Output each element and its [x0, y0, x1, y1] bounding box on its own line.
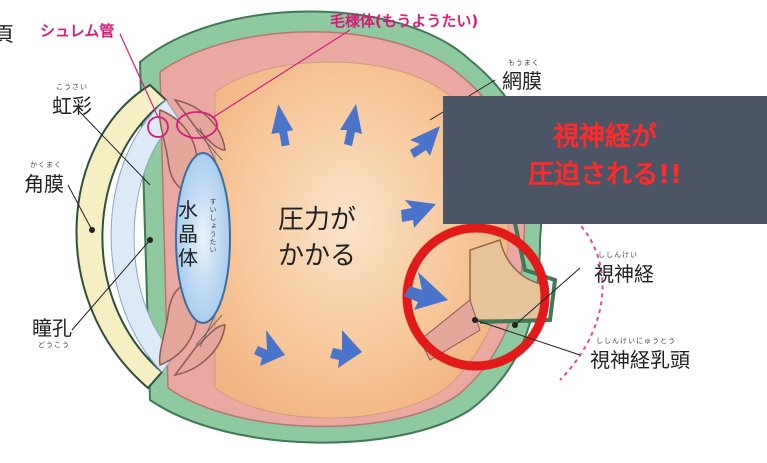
optic-disc-ruby: ししんけいにゅうとう — [596, 337, 676, 345]
edge-char-label: 頁 — [0, 22, 14, 46]
optic-nerve-label: 視神経 — [594, 262, 654, 286]
nerve-dot — [512, 322, 518, 328]
arrow-down — [330, 330, 362, 368]
arrow-down-left — [254, 330, 285, 366]
ciliary-lower — [173, 324, 226, 377]
arrow-upper-right — [410, 126, 440, 158]
callout-line-1: 視神経が — [552, 122, 657, 152]
anterior-chamber — [110, 99, 179, 373]
ciliary-upper — [173, 98, 226, 151]
pupil-dot — [147, 237, 153, 243]
iris-label: 虹彩 — [52, 94, 92, 118]
lens-ruby: すいしょうたい — [209, 198, 217, 254]
iris-ruby: こうさい — [56, 83, 88, 91]
pupil-label: 瞳孔 — [32, 316, 72, 340]
pressure-label: 圧力が かかる — [278, 202, 356, 274]
pressure-line-1: 圧力が — [278, 205, 357, 235]
arrow-right — [401, 200, 436, 228]
ciliary-body-label: 毛様体(もうようたい) — [330, 12, 479, 30]
pupil-ruby: どうこう — [38, 341, 70, 349]
arrow-up-left — [271, 104, 294, 147]
ciliary-highlight — [176, 111, 218, 139]
arrow-up-right — [340, 104, 362, 146]
callout-box: 視神経が 圧迫される!! — [443, 96, 767, 224]
pressure-line-2: かかる — [278, 241, 357, 271]
lens-char-3: 体 — [178, 246, 198, 270]
lens-char-1: 水 — [178, 198, 198, 222]
pressure-arrows — [254, 104, 448, 368]
retina-ruby: もうまく — [508, 59, 540, 67]
cornea-label: 角膜 — [24, 172, 64, 196]
arrow-lower-right — [404, 272, 448, 310]
optic-disc-label: 視神経乳頭 — [590, 348, 690, 372]
optic-nerve-ruby: ししんけい — [598, 251, 638, 259]
lens-label: 水 晶 体 — [175, 198, 201, 270]
callout-line-2: 圧迫される!! — [528, 160, 682, 190]
cornea-shape — [75, 83, 168, 390]
disc-dot — [472, 317, 478, 323]
lens-char-2: 晶 — [178, 222, 198, 246]
retina-label: 網膜 — [502, 69, 542, 93]
cornea-dot — [89, 227, 95, 233]
cornea-ruby: かくまく — [30, 161, 62, 169]
schlemm-canal-label: シュレム管 — [40, 22, 115, 40]
dashed-arc — [559, 214, 604, 381]
lens — [175, 152, 231, 324]
